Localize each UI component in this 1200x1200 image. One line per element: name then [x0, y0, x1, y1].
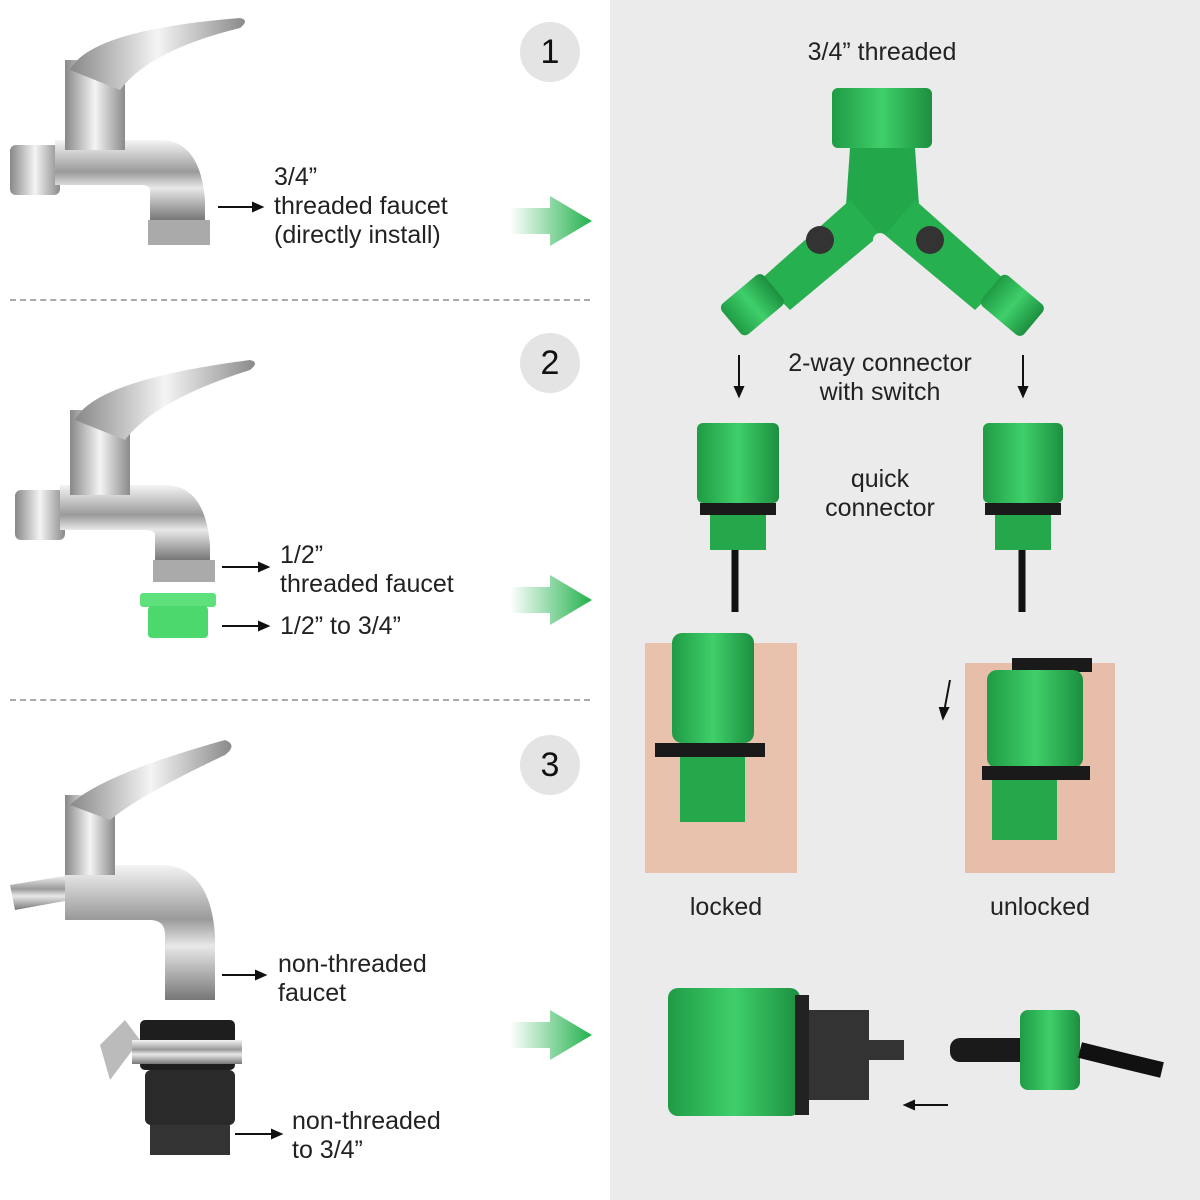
- green-arrow-icon: [510, 1010, 592, 1060]
- label-line: 2-way connector: [788, 349, 972, 377]
- connector-label: 2-way connector with switch: [760, 349, 1000, 407]
- pointer-arrows: [733, 355, 1029, 1111]
- step2-label: 1/2” threaded faucet: [280, 541, 454, 599]
- label-line: 1/2”: [280, 541, 324, 569]
- adapter-label: 1/2” to 3/4”: [280, 612, 401, 640]
- label-line: faucet: [278, 979, 347, 1007]
- label-line: (directly install): [274, 221, 441, 249]
- non-threaded-adapter-icon: [100, 1020, 242, 1155]
- label-line: quick: [850, 465, 910, 493]
- label-line: non-threaded: [292, 1107, 441, 1135]
- quick-connector-icon: [983, 423, 1063, 612]
- label-line: with switch: [819, 378, 941, 406]
- quick-connector-label: quick connector: [800, 465, 960, 523]
- label-line: non-threaded: [278, 950, 427, 978]
- label-line: 3/4”: [274, 163, 318, 191]
- adapter-icon: [140, 593, 216, 638]
- divider: [10, 299, 590, 301]
- two-way-connector-icon: [720, 88, 1044, 336]
- label-line: connector: [825, 494, 935, 522]
- locked-photo: [645, 633, 797, 873]
- label-line: threaded faucet: [280, 570, 454, 598]
- step-number: 3: [520, 735, 580, 795]
- faucet-icon: [15, 360, 255, 582]
- faucet-icon: [10, 740, 232, 1000]
- quick-connector-icon: [697, 423, 779, 612]
- pointer-arrows: [218, 201, 284, 1140]
- label-line: to 3/4”: [292, 1136, 363, 1164]
- unlocked-label: unlocked: [989, 893, 1091, 921]
- unlocked-photo: [965, 658, 1115, 873]
- threaded-label: 3/4” threaded: [807, 38, 957, 66]
- faucet-icon: [10, 18, 245, 245]
- locked-label: locked: [689, 893, 763, 921]
- step-number: 1: [520, 22, 580, 82]
- divider: [10, 699, 590, 701]
- step3-adapter-label: non-threaded to 3/4”: [292, 1107, 441, 1165]
- assembly-icon: [668, 988, 1164, 1116]
- step3-label: non-threaded faucet: [278, 950, 427, 1008]
- green-arrow-icon: [510, 575, 592, 625]
- step-number: 2: [520, 333, 580, 393]
- faucet-illustrations: [10, 18, 592, 1155]
- green-arrow-icon: [510, 196, 592, 246]
- label-line: threaded faucet: [274, 192, 448, 220]
- step1-label: 3/4” threaded faucet (directly install): [274, 163, 448, 250]
